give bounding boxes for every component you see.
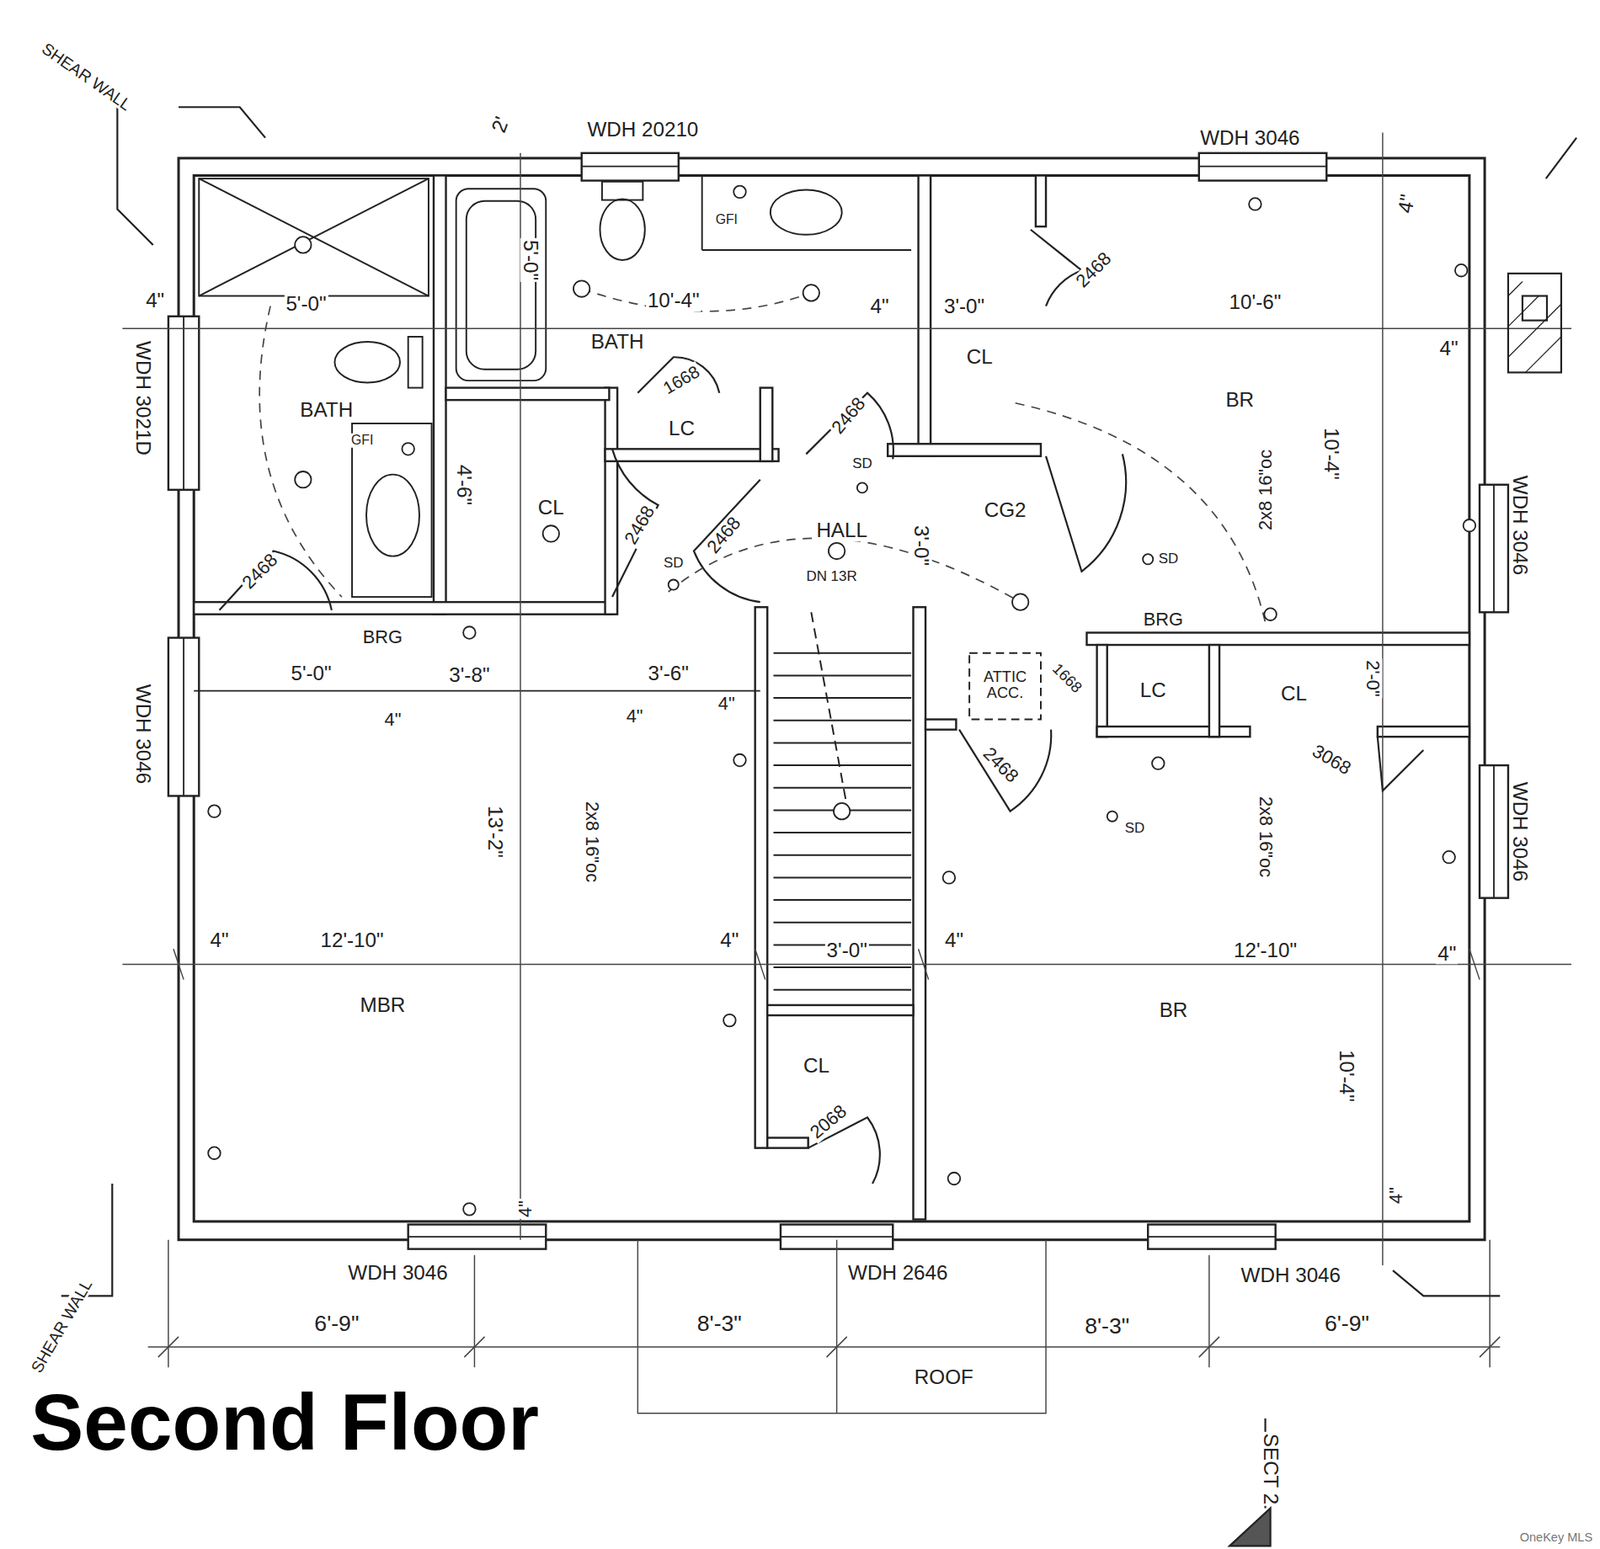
- plan-label: 8'-3": [695, 1312, 744, 1336]
- plan-label: 4": [718, 930, 741, 952]
- plan-label: SD: [661, 555, 686, 571]
- plan-label: 4": [1435, 943, 1458, 965]
- plan-label: BATH: [298, 399, 355, 421]
- plan-label: 4": [1386, 1185, 1406, 1206]
- plan-label: HALL: [814, 519, 870, 541]
- plan-label: WDH 2646: [846, 1263, 950, 1285]
- plan-label: 2x8 16"oc: [1255, 448, 1275, 533]
- plan-label: BR: [1223, 389, 1256, 411]
- plan-label: BRG: [361, 628, 405, 648]
- plan-label: 2468: [620, 501, 660, 550]
- plan-label: GFI: [714, 212, 740, 227]
- plan-label: WDH 3021D: [132, 339, 154, 458]
- plan-label: 4": [144, 290, 166, 312]
- plan-label: CL: [1279, 682, 1309, 704]
- plan-label: 5'-0": [283, 293, 328, 315]
- plan-label: 12'-10": [1232, 940, 1299, 962]
- plan-label: ROOF: [912, 1366, 976, 1388]
- plan-label: CL: [536, 497, 566, 519]
- plan-label: 5'-0": [519, 238, 541, 283]
- plan-label: 3'-0": [910, 523, 932, 568]
- plan-label: 2468: [977, 742, 1023, 788]
- plan-label: WDH 3046: [1198, 127, 1302, 149]
- plan-label: CL: [801, 1056, 832, 1078]
- plan-label: SHEAR WALL: [26, 1275, 96, 1378]
- plan-label: 2468: [703, 512, 747, 560]
- plan-label: 13'-2": [484, 804, 506, 860]
- plan-label: 3068: [1307, 741, 1356, 780]
- plan-title: Second Floor: [30, 1382, 539, 1463]
- plan-label: CL: [965, 346, 995, 368]
- plan-label: 8'-3": [1082, 1314, 1131, 1339]
- plan-label: BRG: [1141, 609, 1185, 630]
- plan-label: 4": [868, 295, 891, 317]
- plan-label: WDH 3046: [1239, 1264, 1343, 1286]
- plan-label: 2468: [1071, 247, 1116, 293]
- plan-label: 4": [1438, 338, 1461, 360]
- plan-label: 3'-0": [825, 940, 870, 962]
- plan-label: 3'-6": [646, 662, 691, 684]
- plan-label: 2068: [805, 1100, 852, 1144]
- plan-label: 2468: [827, 393, 871, 440]
- plan-label: 4": [624, 706, 646, 726]
- plan-label: WDH 3046: [1509, 779, 1531, 883]
- plan-label: LC: [666, 417, 697, 439]
- plan-label: 10'-4": [1321, 426, 1343, 482]
- plan-label: WDH 3046: [1509, 474, 1531, 577]
- plan-label: SD: [1157, 551, 1181, 567]
- plan-label: BATH: [589, 330, 646, 352]
- plan-label: 2x8 16"oc: [1255, 794, 1275, 880]
- plan-label: SECT 2: [1259, 1432, 1281, 1507]
- plan-label: 4": [716, 694, 737, 715]
- plan-label: 3'-8": [447, 664, 491, 686]
- plan-label: 2468: [237, 549, 283, 594]
- plan-label: 10'-6": [1227, 291, 1284, 313]
- plan-label: 2x8 16"oc: [581, 800, 602, 885]
- plan-label: WDH 20210: [585, 118, 700, 140]
- plan-label: 1668: [658, 361, 704, 399]
- plan-label: 12'-10": [318, 930, 385, 952]
- plan-label: 3'-0": [942, 295, 987, 317]
- plan-label: 1668: [1048, 659, 1087, 698]
- plan-label: CG2: [982, 499, 1029, 521]
- plan-label: 10'-4": [645, 290, 702, 312]
- plan-label: 10'-4": [1336, 1049, 1358, 1105]
- plan-label: 4": [943, 930, 966, 952]
- plan-label: GFI: [349, 433, 375, 448]
- plan-label: 4": [383, 710, 404, 731]
- plan-label: 2': [486, 112, 513, 137]
- plan-label: WDH 3046: [346, 1263, 449, 1285]
- plan-label: SD: [1123, 821, 1147, 837]
- plan-label: MBR: [357, 994, 407, 1016]
- plan-label: BR: [1157, 999, 1190, 1021]
- plan-label: SD: [850, 456, 875, 472]
- plan-label: SHEAR WALL: [37, 38, 137, 115]
- plan-label: 6'-9": [312, 1312, 361, 1336]
- watermark: OneKey MLS: [1518, 1532, 1595, 1546]
- plan-label: 4": [1393, 191, 1419, 217]
- plan-label: LC: [1138, 680, 1168, 702]
- plan-label: 4'-6": [453, 462, 475, 507]
- plan-label: WDH 3046: [132, 682, 154, 786]
- plan-label: 2'-0": [1362, 658, 1382, 699]
- plan-label: 4": [516, 1199, 536, 1220]
- plan-label: 4": [208, 930, 230, 952]
- plan-label: 5'-0": [288, 662, 333, 684]
- plan-label: ATTIC ACC.: [971, 669, 1039, 702]
- plan-label: DN 13R: [804, 569, 859, 585]
- plan-label: 6'-9": [1322, 1312, 1371, 1336]
